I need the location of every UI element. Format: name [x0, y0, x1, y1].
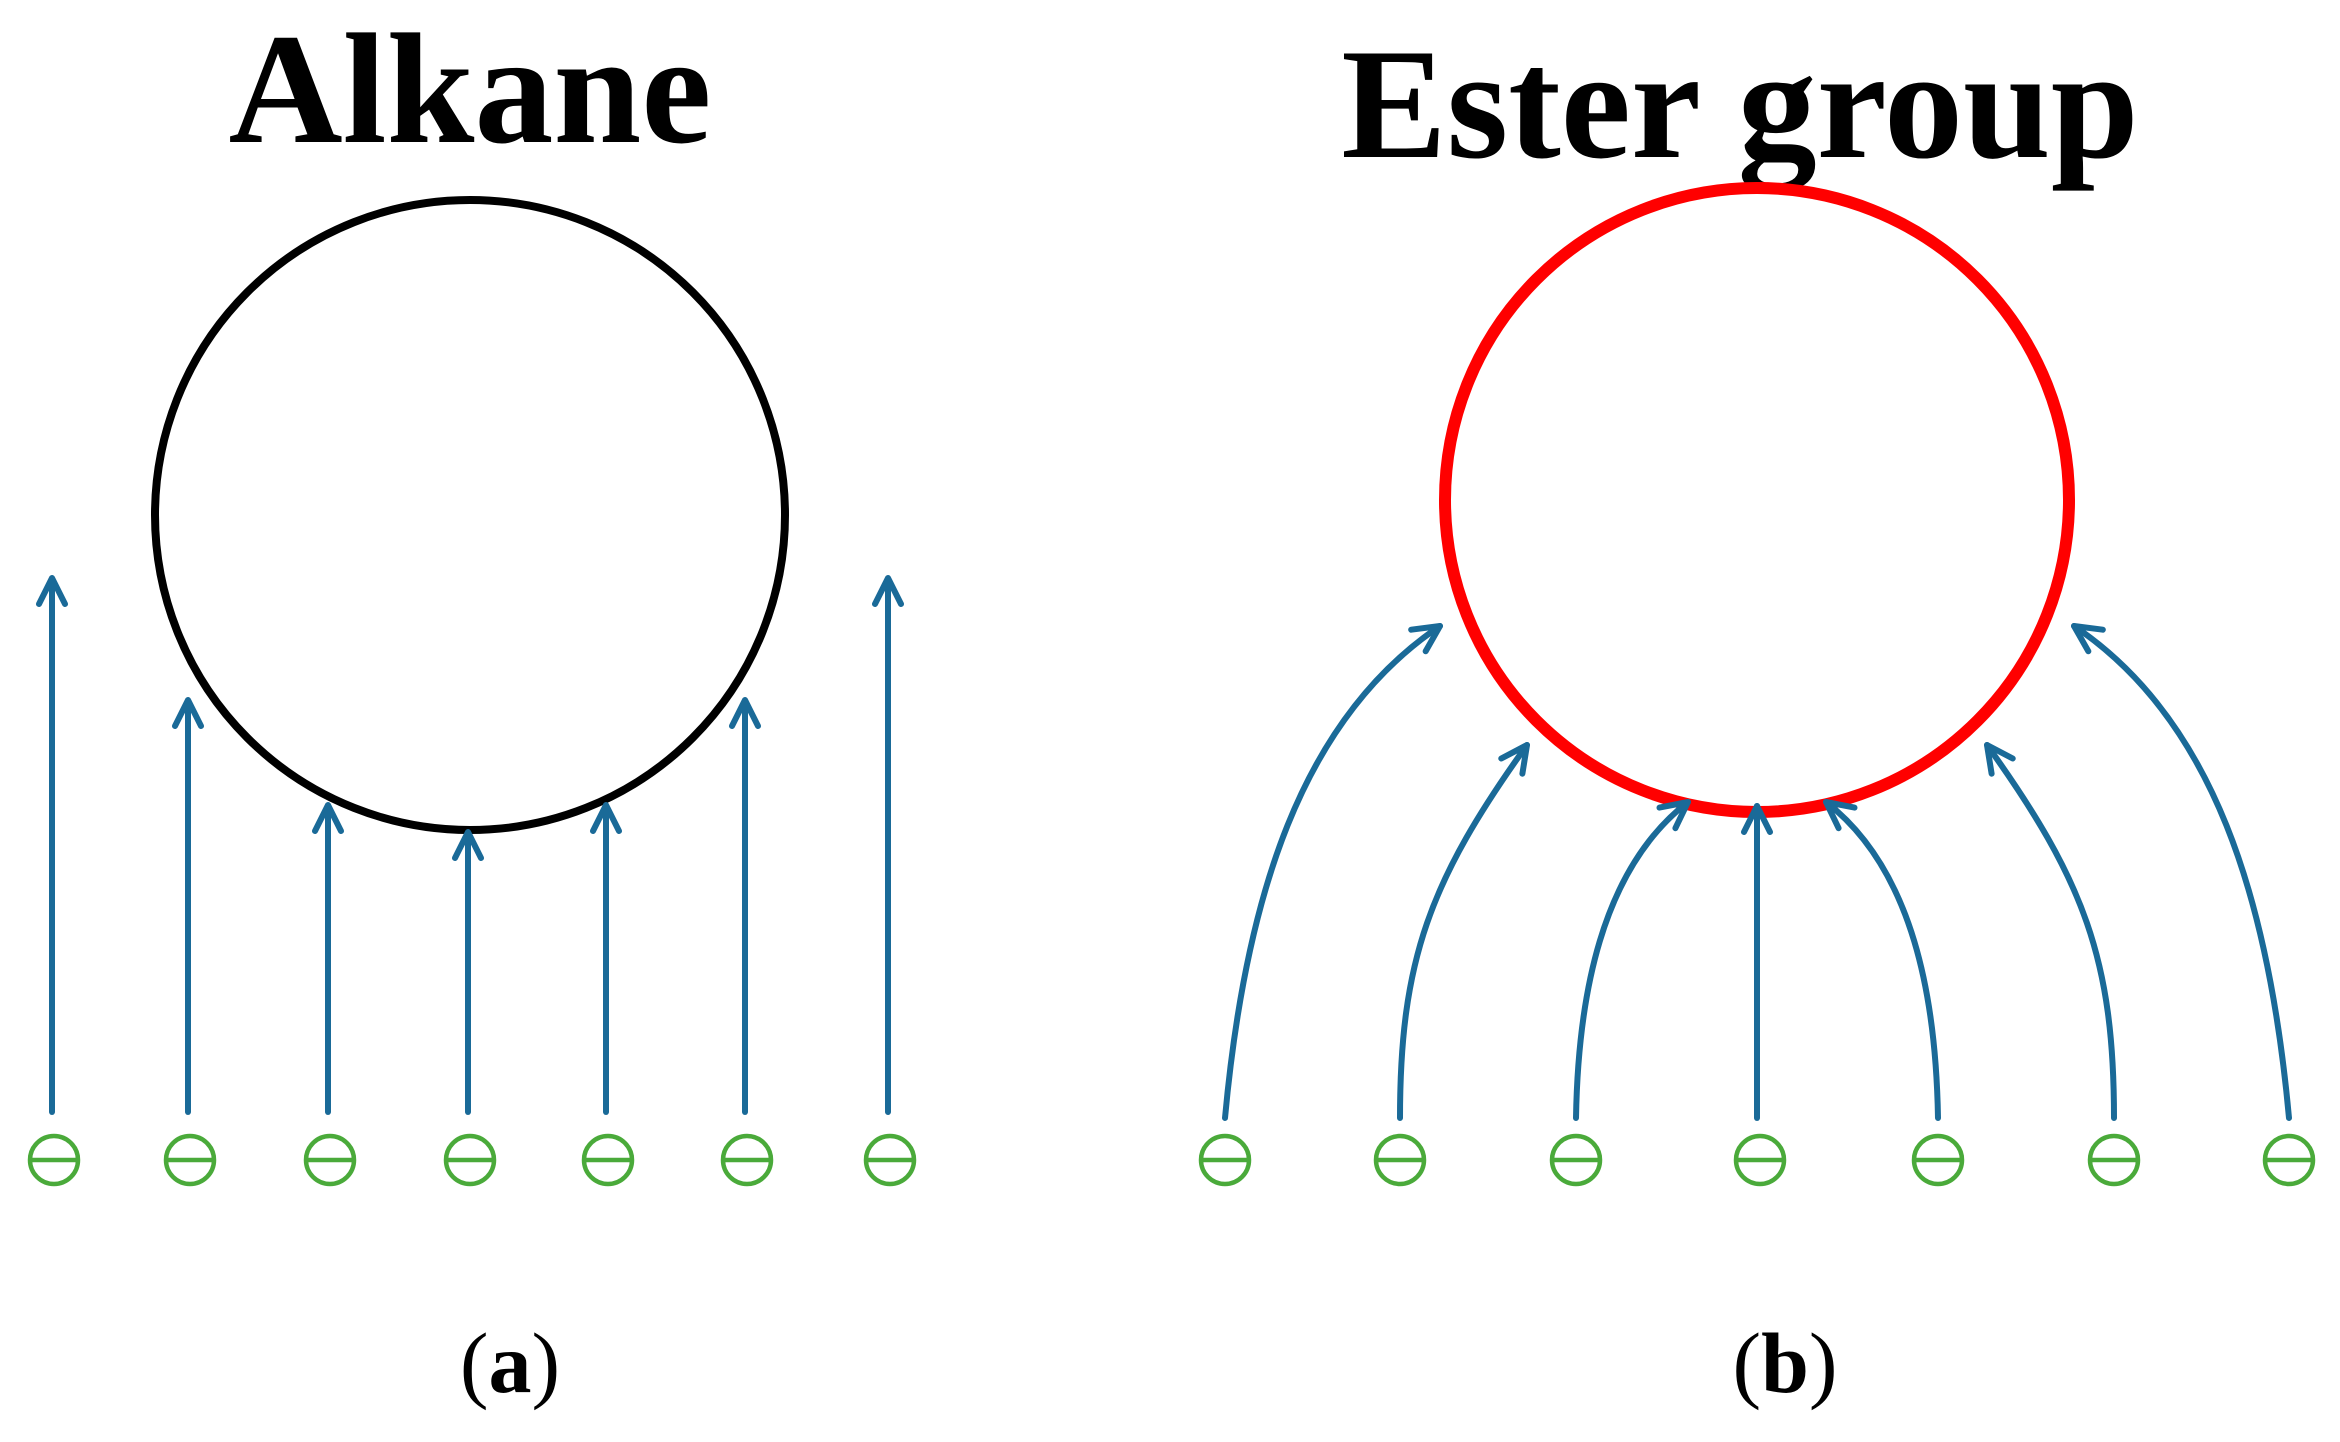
alkane-field-lines: [36, 575, 904, 1115]
alkane-negative-charges: [27, 1133, 917, 1187]
field-line-arrow: [1984, 742, 2117, 1121]
field-line-arrow: [729, 697, 761, 1115]
panel-a-caption-close: ): [532, 1315, 561, 1411]
field-line: [1397, 742, 1530, 1121]
negative-charge-icon: [1911, 1133, 1965, 1187]
negative-charge-icon: [303, 1133, 357, 1187]
negative-charge-icon: [1733, 1133, 1787, 1187]
panel-ester-group: Ester group (b): [1198, 17, 2316, 1411]
field-line-arrow: [1741, 803, 1773, 1121]
panel-a-caption-open: (: [460, 1315, 489, 1411]
field-line-arrow: [452, 829, 484, 1115]
negative-charge-icon: [1373, 1133, 1427, 1187]
arrow-up-icon: [590, 802, 622, 834]
panel-alkane: Alkane (a): [27, 2, 917, 1411]
field-line: [1222, 623, 1443, 1121]
field-line: [2071, 623, 2292, 1121]
panel-a-caption: (a): [460, 1315, 560, 1411]
arrow-up-icon: [1656, 799, 1691, 832]
ester-negative-charges: [1198, 1133, 2316, 1187]
arrow-up-icon: [1498, 742, 1530, 777]
ester-field-lines: [1222, 623, 2292, 1121]
arrow-up-icon: [452, 829, 484, 861]
field-line: [1984, 742, 2117, 1121]
alkane-particle-circle: [151, 196, 789, 834]
negative-charge-icon: [443, 1133, 497, 1187]
arrow-up-icon: [729, 697, 761, 729]
field-line-arrow: [2071, 623, 2292, 1121]
negative-charge-icon: [2087, 1133, 2141, 1187]
arrow-up-icon: [2071, 623, 2106, 655]
negative-charge-icon: [720, 1133, 774, 1187]
panel-a-caption-letter: a: [489, 1315, 532, 1411]
negative-charge-icon: [1198, 1133, 1252, 1187]
arrow-up-icon: [1741, 803, 1773, 835]
field-line-arrow: [1823, 799, 1941, 1121]
panel-b-caption-letter: b: [1761, 1315, 1809, 1411]
arrow-up-icon: [1408, 623, 1443, 655]
negative-charge-icon: [1549, 1133, 1603, 1187]
panel-b-caption-close: ): [1809, 1315, 1838, 1411]
arrow-up-icon: [1823, 799, 1858, 832]
panel-b-caption-open: (: [1732, 1315, 1761, 1411]
ester-particle-circle: [1439, 182, 2075, 818]
field-line: [1573, 799, 1691, 1121]
field-line-arrow: [172, 697, 204, 1115]
negative-charge-icon: [2262, 1133, 2316, 1187]
arrow-up-icon: [36, 575, 68, 607]
field-line-arrow: [36, 575, 68, 1115]
field-line-arrow: [1573, 799, 1691, 1121]
arrow-up-icon: [1984, 742, 2016, 777]
field-line-arrow: [312, 802, 344, 1115]
panel-b-title: Ester group: [1341, 17, 2138, 192]
field-line-arrow: [872, 575, 904, 1115]
field-line-arrow: [1397, 742, 1530, 1121]
arrow-up-icon: [872, 575, 904, 607]
negative-charge-icon: [581, 1133, 635, 1187]
negative-charge-icon: [163, 1133, 217, 1187]
field-line-arrow: [1222, 623, 1443, 1121]
field-line: [1823, 799, 1941, 1121]
panel-a-title: Alkane: [229, 2, 712, 177]
arrow-up-icon: [172, 697, 204, 729]
arrow-up-icon: [312, 802, 344, 834]
negative-charge-icon: [863, 1133, 917, 1187]
negative-charge-icon: [27, 1133, 81, 1187]
field-line-arrow: [590, 802, 622, 1115]
panel-b-caption: (b): [1732, 1315, 1837, 1411]
